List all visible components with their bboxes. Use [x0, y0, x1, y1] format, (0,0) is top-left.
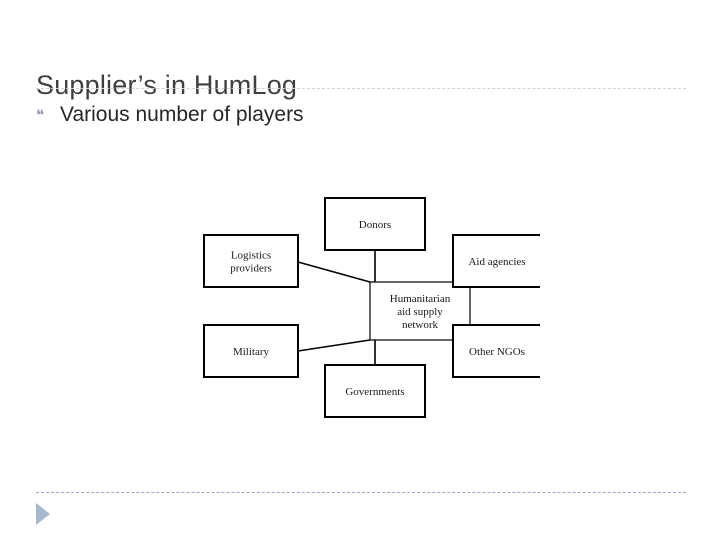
footer-divider	[36, 492, 686, 493]
diagram-node-label-center: network	[402, 319, 439, 331]
diagram-connector-logistics-to-center	[297, 261, 371, 283]
page-title: Supplier’s in HumLog	[36, 70, 298, 101]
diagram-node-ngos: Other NGOs	[452, 324, 540, 378]
diagram-node-label-ngos: Other NGOs	[469, 346, 525, 358]
diagram-node-label-logistics: Logistics	[231, 250, 271, 262]
play-triangle-icon	[36, 503, 50, 525]
diagram-node-donors: Donors	[324, 197, 426, 251]
diagram-node-governments: Governments	[324, 364, 426, 418]
quote-bullet-icon: ❝	[36, 106, 45, 124]
list-item: ❝ Various number of players	[36, 103, 304, 127]
diagram-node-box-military	[203, 324, 299, 378]
title-divider	[36, 88, 686, 89]
diagram-node-military: Military	[203, 324, 299, 378]
diagram-node-box-governments	[324, 364, 426, 418]
diagram-node-label-agencies: Aid agencies	[468, 256, 525, 268]
diagram-node-box-donors	[324, 197, 426, 251]
diagram-node-label-center: Humanitarian	[390, 293, 451, 305]
diagram-node-agencies: Aid agencies	[452, 234, 540, 288]
diagram-node-box-logistics	[203, 234, 299, 288]
diagram-node-box-ngos	[452, 324, 540, 378]
diagram-node-label-logistics: providers	[230, 263, 272, 275]
diagram-node-label-center: aid supply	[397, 306, 443, 318]
bullet-text: Various number of players	[60, 103, 304, 126]
diagram-node-label-governments: Governments	[345, 386, 404, 398]
diagram-node-box-agencies	[452, 234, 540, 288]
diagram-connector-military-to-center	[297, 339, 371, 352]
diagram-node-label-donors: Donors	[359, 219, 391, 231]
diagram-node-label-military: Military	[233, 346, 270, 358]
